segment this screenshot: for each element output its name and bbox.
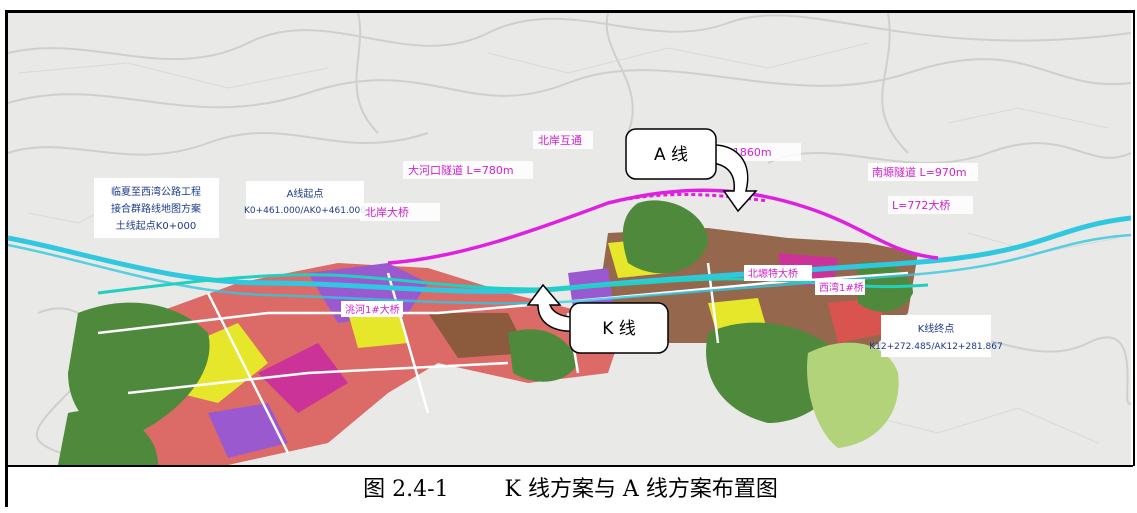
route-map: 临夏至西湾公路工程 接合群路线地图方案 土线起点K0+000 A线起点 K0+4… [8, 13, 1131, 465]
route-map-svg: 临夏至西湾公路工程 接合群路线地图方案 土线起点K0+000 A线起点 K0+4… [8, 13, 1131, 465]
left-project-line-1: 临夏至西湾公路工程 [111, 185, 201, 198]
left-project-line-3: 土线起点K0+000 [116, 219, 196, 232]
a-line-route [387, 188, 939, 265]
caption-divider [8, 465, 1133, 467]
label-bridge-2: 北岸大桥 [365, 205, 409, 219]
a-line-callout-label: A 线 [654, 145, 688, 165]
label-k-bridge-2: 北塬特大桥 [748, 267, 798, 280]
k-end-line-1: K线终点 [918, 322, 955, 335]
figure-caption: 图 2.4-1 K 线方案与 A 线方案布置图 [363, 477, 778, 502]
k-end-line-2: K12+272.485/AK12+281.867 [869, 342, 1002, 352]
a-line-callout-arrow [707, 144, 758, 213]
figure-frame [5, 10, 1135, 507]
k-line-callout-label: K 线 [602, 319, 636, 339]
label-k-bridge-1: 洮河1#大桥 [345, 303, 400, 316]
terrain-ridges [8, 13, 1131, 465]
label-k-bridge-3: 西湾1#桥 [819, 281, 864, 294]
label-interchange: 北岸互通 [538, 134, 582, 147]
label-tunnel-3: 南塬隧道 L=970m [872, 165, 967, 179]
label-tunnel-1: 大河口隧道 L=780m [408, 163, 514, 177]
k-line-labels: 洮河1#大桥 北塬特大桥 西湾1#桥 [341, 265, 865, 317]
k-end-label: K线终点 K12+272.485/AK12+281.867 [869, 315, 1003, 357]
label-bridge-4: L=772大桥 [892, 198, 950, 212]
a-line-callout: A 线 [625, 128, 758, 213]
river-secondary [8, 233, 1131, 305]
k-line-callout-arrow [526, 283, 579, 332]
left-project-line-2: 接合群路线地图方案 [111, 202, 201, 215]
a-start-label: A线起点 K0+461.000/AK0+461.000 [244, 181, 366, 219]
light-green-area [807, 342, 899, 448]
left-project-label: 临夏至西湾公路工程 接合群路线地图方案 土线起点K0+000 [94, 178, 219, 238]
k-line-callout: K 线 [526, 283, 669, 354]
green-hills [58, 200, 913, 465]
a-start-line-1: A线起点 [287, 187, 324, 200]
a-start-line-2: K0+461.000/AK0+461.000 [244, 206, 366, 216]
